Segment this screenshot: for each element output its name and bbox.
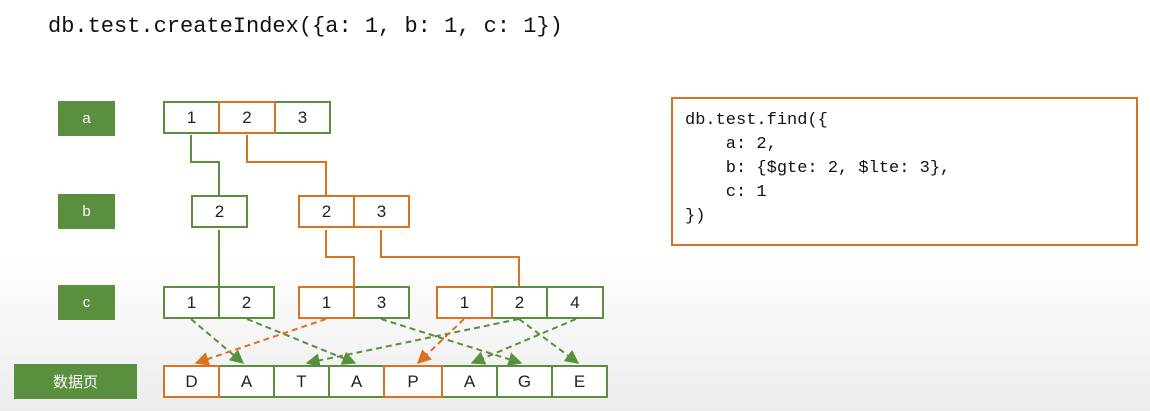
data-cell-p: P (383, 365, 443, 398)
b-node-3-highlight: 3 (353, 195, 410, 228)
c-node-2-b: 2 (491, 286, 548, 319)
c-node-1-highlight-b: 1 (436, 286, 493, 319)
link-a1-b2 (190, 135, 220, 195)
level-label-data-page: 数据页 (14, 364, 137, 399)
b-node-2-highlight: 2 (298, 195, 355, 228)
query-line: a: 2, (685, 135, 777, 154)
data-cell-e: E (551, 365, 608, 398)
arrow-c2c-e (518, 318, 580, 364)
level-label-b: b (58, 194, 115, 229)
data-cell-d: D (163, 365, 220, 398)
c-node-4: 4 (546, 286, 604, 319)
c-node-2: 2 (218, 286, 275, 319)
query-line: db.test.find({ (685, 111, 828, 130)
c-node-3: 3 (353, 286, 410, 319)
link-a2-b2 (246, 135, 327, 195)
c-node-1: 1 (163, 286, 220, 319)
c-node-1-highlight: 1 (298, 286, 355, 319)
arrow-c3-g (380, 318, 523, 366)
b-node-2: 2 (191, 195, 248, 228)
data-cell-a2: A (328, 365, 385, 398)
a-node-3: 3 (274, 101, 331, 134)
find-query-box: db.test.find({ a: 2, b: {$gte: 2, $lte: … (671, 97, 1138, 246)
data-cell-t: T (273, 365, 330, 398)
level-label-c: c (58, 285, 115, 320)
query-line: b: {$gte: 2, $lte: 3}, (685, 159, 951, 178)
arrow-hl-d (194, 318, 327, 366)
arrow-hl-p (416, 318, 465, 364)
link-b2-c13 (325, 230, 355, 286)
query-line: c: 1 (685, 183, 767, 202)
query-line: }) (685, 207, 706, 226)
a-node-2: 2 (218, 101, 276, 134)
create-index-command: db.test.createIndex({a: 1, b: 1, c: 1}) (48, 14, 563, 39)
arrow-c1-a (190, 318, 245, 364)
arrow-c2b-t (305, 318, 520, 368)
arrow-c4-a (470, 318, 577, 365)
link-b3-c124 (380, 230, 520, 286)
level-label-a: a (58, 101, 115, 136)
